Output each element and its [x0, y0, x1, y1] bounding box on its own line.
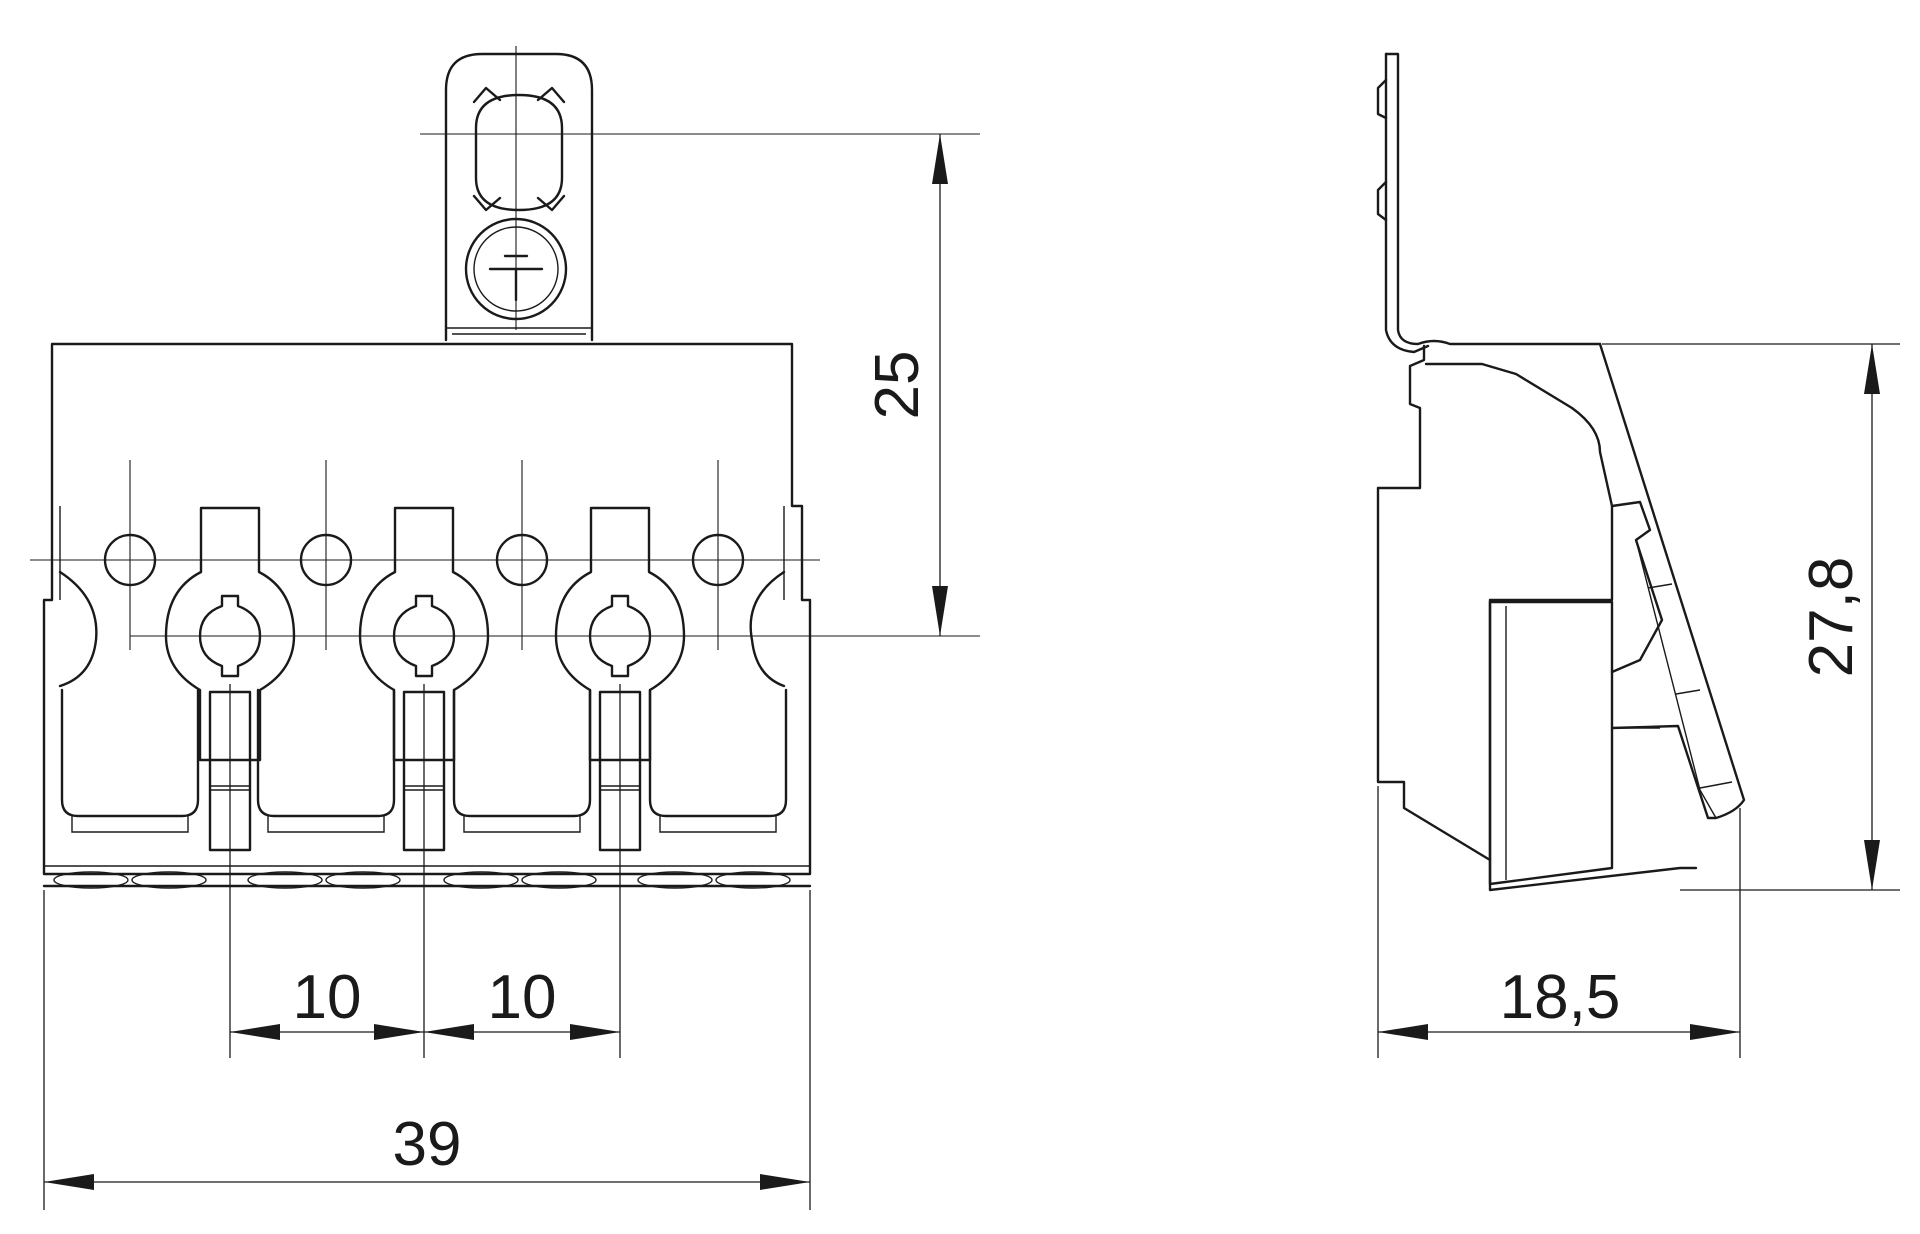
screw-cutouts	[164, 506, 686, 852]
clamp-cell	[648, 688, 788, 818]
dim-arrow	[570, 1024, 620, 1040]
dim-arrow	[44, 1174, 94, 1190]
front-view: 10 10 39 25	[30, 46, 980, 1210]
side-dimensions	[1377, 343, 1900, 1058]
screw-cutout	[554, 506, 686, 762]
dim-pitch-label-2: 10	[488, 963, 557, 1032]
wire-entry	[53, 871, 129, 889]
dim-width-label: 39	[393, 1110, 462, 1179]
dim-arrow	[932, 134, 948, 184]
center-lines	[30, 46, 980, 650]
wire-entry	[443, 871, 519, 889]
clamp-spring	[71, 816, 189, 833]
dim-arrow	[1690, 1024, 1740, 1040]
wire-entry	[131, 871, 207, 889]
screw-cutout	[164, 506, 296, 762]
clamp-spring	[267, 816, 385, 833]
mounting-tab	[444, 52, 594, 342]
dim-height-label: 25	[863, 351, 932, 420]
front-dimensions	[43, 134, 948, 1210]
dim-depth-label: 18,5	[1500, 963, 1621, 1032]
dim-arrow	[374, 1024, 424, 1040]
wire-entry	[325, 871, 401, 889]
dim-arrow	[1378, 1024, 1428, 1040]
clamp-cells	[60, 688, 788, 833]
clamp-spring	[659, 816, 777, 833]
wire-entry	[715, 871, 791, 889]
dim-arrow	[1864, 840, 1880, 890]
screw-head	[198, 594, 262, 678]
terminal-housing	[42, 342, 812, 888]
wire-entry	[637, 871, 713, 889]
side-view: 18,5 27,8	[1376, 52, 1900, 1058]
dim-pitch-label-1: 10	[293, 963, 362, 1032]
dim-arrow	[932, 586, 948, 636]
screw-head	[392, 594, 456, 678]
dim-arrow	[1864, 344, 1880, 394]
clamp-spring	[463, 816, 581, 833]
clamp-cell	[60, 688, 200, 818]
wire-entry	[521, 871, 597, 889]
side-profile	[1376, 52, 1746, 892]
dim-side-height-label: 27,8	[1797, 557, 1866, 678]
screw-cutout	[358, 506, 490, 762]
clamp-cell	[452, 688, 592, 818]
wire-entry	[247, 871, 323, 889]
screw-head	[588, 594, 652, 678]
dim-arrow	[230, 1024, 280, 1040]
wire-entries	[53, 871, 791, 889]
dim-arrow	[760, 1174, 810, 1190]
dim-arrow	[424, 1024, 474, 1040]
clamp-cell	[256, 688, 396, 818]
